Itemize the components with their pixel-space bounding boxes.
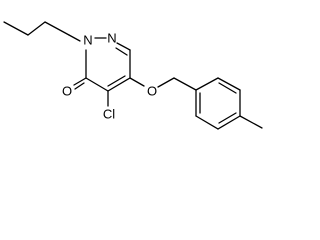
bond-c4-c3 — [85, 77, 109, 92]
bond-c5-c4-double-inner — [107, 75, 126, 87]
bond-benzene-5-6 — [195, 115, 219, 130]
atom-label-n1: N — [107, 31, 116, 46]
bond-c5-o — [129, 77, 145, 87]
bond-butyl-c1-c2 — [3, 21, 29, 36]
bond-benzene-4-5 — [217, 115, 241, 130]
molecule-structure-diagram: N N O O Cl — [3, 21, 263, 130]
bond-o-ch2 — [157, 77, 175, 88]
bond-butyl-c4-n2 — [68, 34, 81, 42]
atom-label-cl: Cl — [103, 107, 115, 122]
atom-label-o-ether: O — [147, 84, 157, 99]
bond-benzene-inner-a — [218, 82, 237, 94]
bond-ring-methyl — [239, 115, 263, 129]
bond-benzene-1-2 — [195, 77, 219, 91]
bond-butyl-c3-c4 — [44, 21, 70, 36]
atom-label-n2: N — [83, 33, 92, 48]
bond-n1-c6-double — [116, 42, 131, 51]
bond-benzene-2-3 — [217, 77, 241, 91]
bond-ch2-ring — [173, 77, 197, 91]
bond-butyl-c2-c3 — [27, 21, 46, 36]
bond-c3-o-double — [73, 77, 87, 86]
bond-n1-c6-double-inner — [115, 47, 128, 56]
bond-c3-o-double-inner — [74, 82, 85, 90]
bond-c5-c4-double — [107, 77, 131, 92]
bond-benzene-inner-b — [218, 112, 237, 124]
atom-label-o-carbonyl: O — [62, 84, 72, 99]
